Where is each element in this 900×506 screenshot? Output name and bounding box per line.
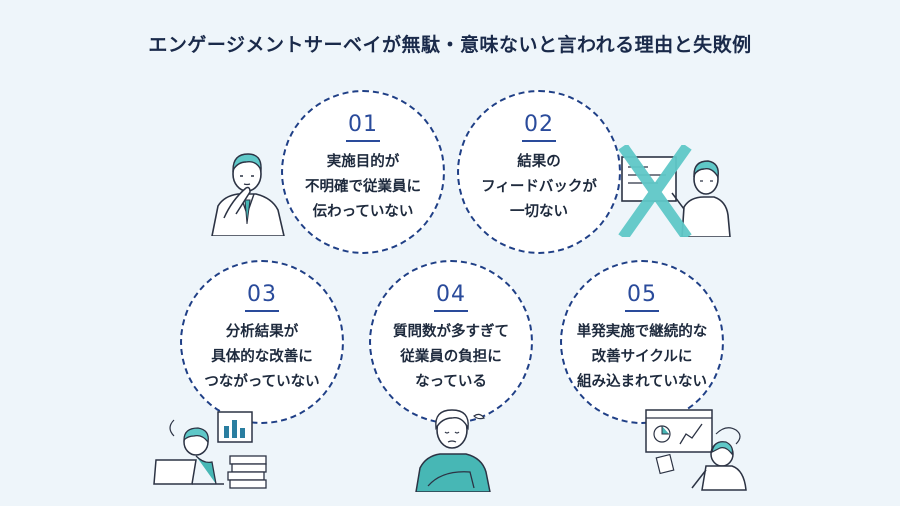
reason-number: 03 xyxy=(247,282,277,307)
reason-text: 質問数が多すぎて 従業員の負担に なっている xyxy=(371,320,531,395)
reason-text: 結果の フィードバックが 一切ない xyxy=(459,150,619,225)
reason-text: 実施目的が 不明確で従業員に 伝わっていない xyxy=(283,150,443,225)
reason-circle-01: 01 実施目的が 不明確で従業員に 伝わっていない xyxy=(281,90,445,254)
reason-line: なっている xyxy=(415,374,487,390)
number-underline xyxy=(346,140,380,142)
reason-line: つながっていない xyxy=(204,374,320,390)
reason-line: 実施目的が xyxy=(326,154,400,170)
reason-line: 従業員の負担に xyxy=(400,349,502,365)
reason-line: 不明確で従業員に xyxy=(305,179,421,195)
reason-number: 02 xyxy=(524,112,554,137)
reason-text: 分析結果が 具体的な改善に つながっていない xyxy=(182,320,342,395)
number-underline xyxy=(245,310,279,312)
reason-number: 01 xyxy=(348,112,378,137)
reason-line: 一切ない xyxy=(510,204,568,220)
reason-number: 04 xyxy=(436,282,466,307)
analysis-illustration xyxy=(153,411,267,489)
number-underline xyxy=(522,140,556,142)
no-feedback-illustration xyxy=(618,145,731,237)
tired-person-illustration xyxy=(415,409,491,492)
reason-line: 具体的な改善に xyxy=(211,349,313,365)
number-underline xyxy=(434,310,468,312)
reason-circle-03: 03 分析結果が 具体的な改善に つながっていない xyxy=(180,260,344,424)
reason-text: 単発実施で継続的な 改善サイクルに 組み込まれていない xyxy=(562,320,722,395)
page-title: エンゲージメントサーベイが無駄・意味ないと言われる理由と失敗例 xyxy=(148,34,752,56)
reason-line: 単発実施で継続的な xyxy=(576,324,708,340)
reason-line: 伝わっていない xyxy=(312,204,414,220)
thinking-man-illustration xyxy=(211,153,285,236)
reason-line: 改善サイクルに xyxy=(591,349,693,365)
overwhelmed-illustration xyxy=(645,409,747,491)
reason-line: 質問数が多すぎて xyxy=(393,324,509,340)
reason-circle-04: 04 質問数が多すぎて 従業員の負担に なっている xyxy=(369,260,533,424)
reason-circle-02: 02 結果の フィードバックが 一切ない xyxy=(457,90,621,254)
reason-circle-05: 05 単発実施で継続的な 改善サイクルに 組み込まれていない xyxy=(560,260,724,424)
reason-line: 組み込まれていない xyxy=(576,374,708,390)
reason-line: 結果の xyxy=(517,154,561,170)
reason-line: フィードバックが xyxy=(481,179,597,195)
reason-number: 05 xyxy=(627,282,657,307)
number-underline xyxy=(625,310,659,312)
reason-line: 分析結果が xyxy=(225,324,299,340)
